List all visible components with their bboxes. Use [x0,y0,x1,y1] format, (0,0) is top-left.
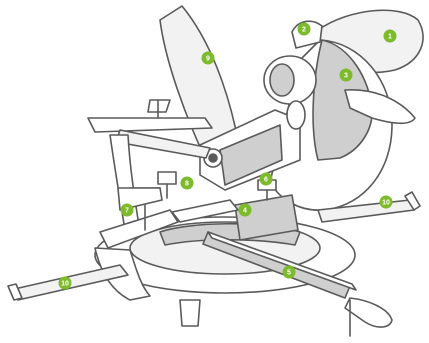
callout-2: 2 [298,23,311,36]
callout-1: 1 [384,30,397,43]
callout-1-label: 1 [388,34,392,41]
callout-10-left-label: 10 [61,281,69,288]
callout-3-label: 3 [344,73,348,80]
callout-6: 6 [260,173,273,186]
slide-rod-lever [148,100,170,112]
callout-8-label: 8 [185,181,189,188]
callout-7-label: 7 [125,208,129,215]
rear-column [110,135,140,232]
extension-left-rail [8,284,22,300]
callout-2-label: 2 [302,27,306,34]
callout-7: 7 [121,204,134,217]
clamp-knob [158,172,176,184]
miter-grip [345,298,392,327]
callout-8: 8 [181,177,194,190]
base-foot-front [180,300,200,326]
callout-4-label: 4 [243,208,247,215]
callout-10-right: 10 [380,196,393,209]
callout-5-label: 5 [287,270,291,277]
callout-9: 9 [202,52,215,65]
callout-10-right-label: 10 [382,200,390,207]
arm-pivot-center [209,154,217,162]
callout-6-label: 6 [264,177,268,184]
callout-10-left: 10 [59,277,72,290]
callout-5: 5 [283,266,296,279]
motor-cap-inner [270,64,294,96]
callout-3: 3 [340,69,353,82]
callout-9-label: 9 [206,56,210,63]
motor-shaft [287,101,305,129]
callout-4: 4 [239,204,252,217]
